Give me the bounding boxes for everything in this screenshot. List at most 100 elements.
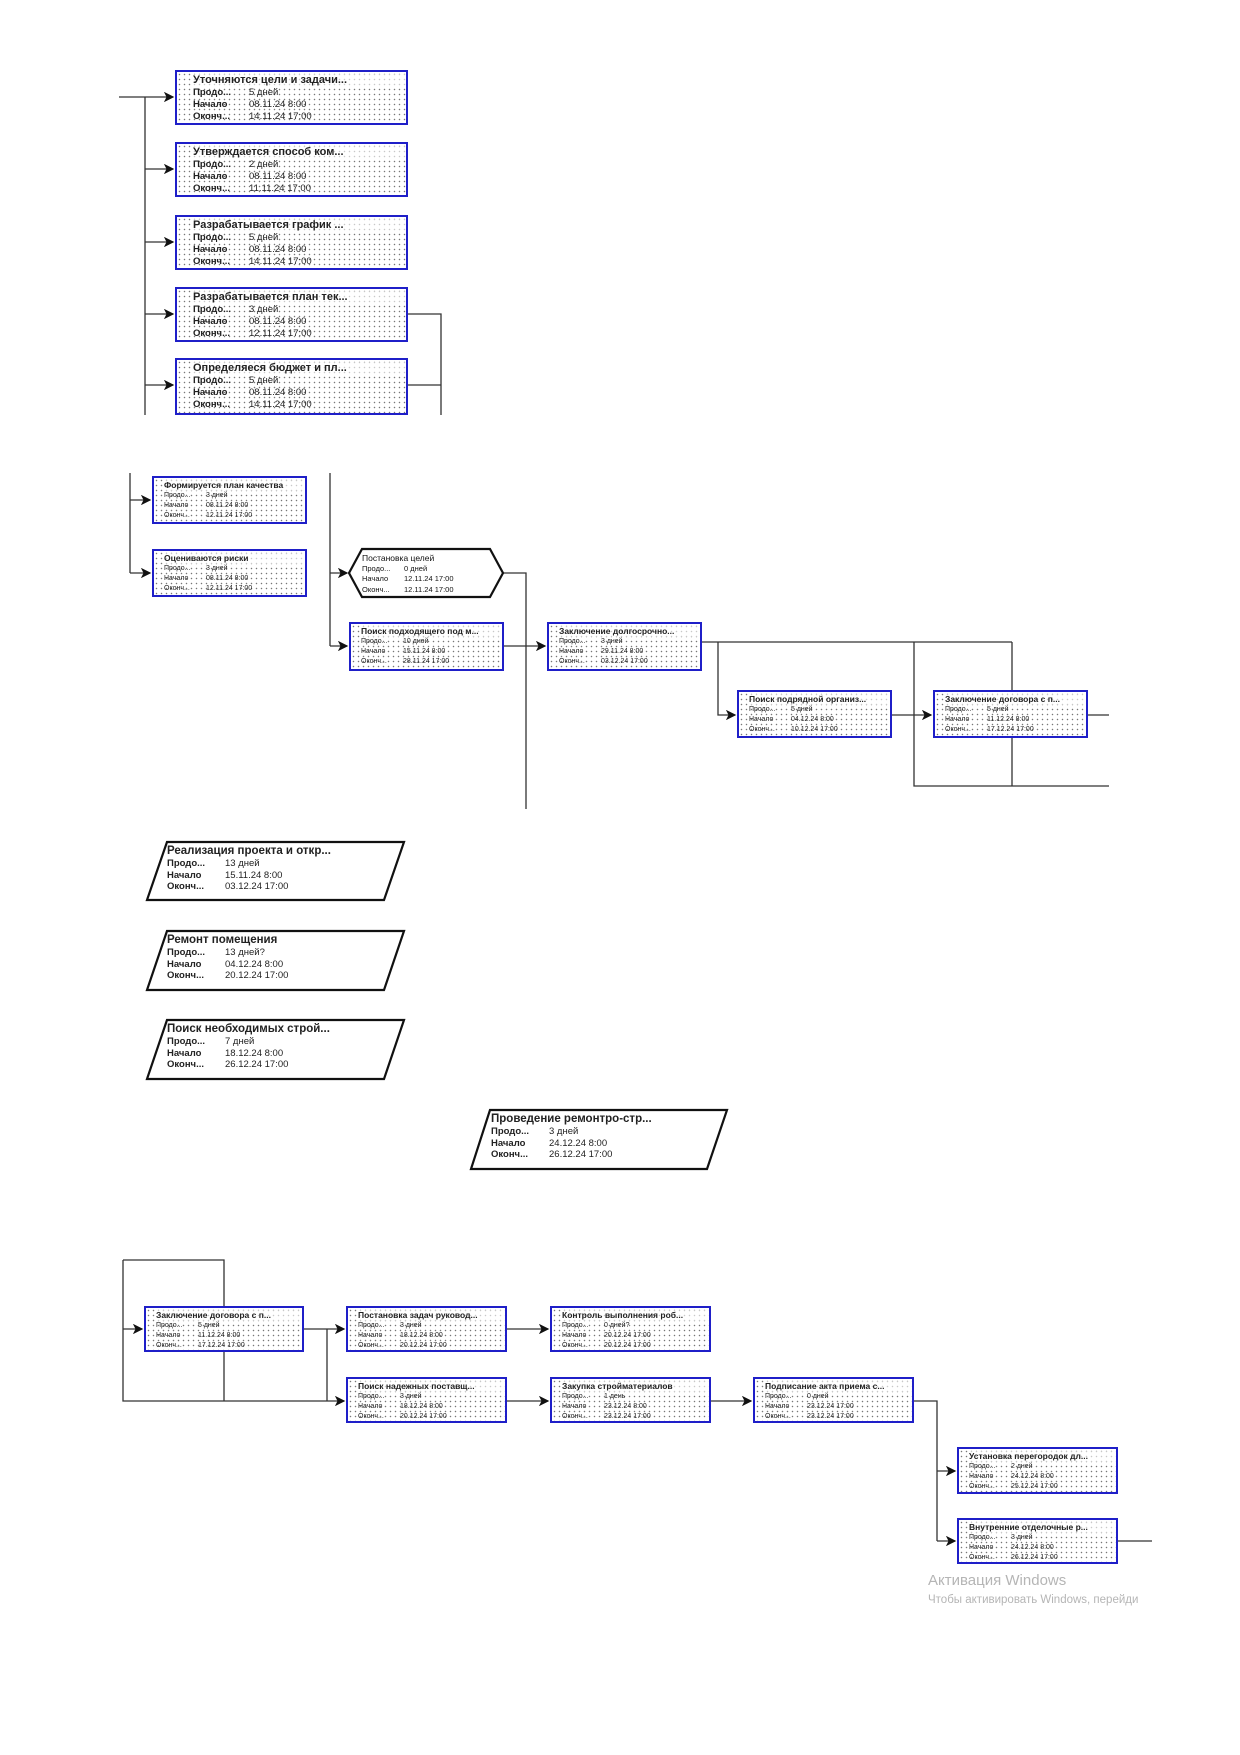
task-node[interactable]: Подписание акта приема с...Продо...0 дне… <box>753 1377 914 1423</box>
summary-parallelogram <box>145 1018 406 1081</box>
task-node[interactable]: Заключение договора с п...Продо...5 дней… <box>933 690 1088 738</box>
summary-task-node[interactable]: Реализация проекта и откр...Продо...13 д… <box>147 844 404 902</box>
field-value: 23.12.24 17:00 <box>604 1413 651 1420</box>
task-node[interactable]: Утверждается способ ком...Продо...2 дней… <box>175 142 408 197</box>
field-value: 20.12.24 17:00 <box>400 1413 447 1420</box>
task-node[interactable]: Контроль выполнения роб...Продо...0 дней… <box>550 1306 711 1352</box>
field-value: 5 дней <box>198 1322 220 1329</box>
field-label: Продо... <box>358 1322 385 1329</box>
field-label: Оконч... <box>969 1554 995 1561</box>
task-title: Заключение договора с п... <box>156 1310 302 1321</box>
task-row-finish: Оконч...03.12.24 17:00 <box>167 881 404 893</box>
field-label: Продо... <box>969 1534 996 1541</box>
field-value: 11.12.24 8:00 <box>987 716 1030 723</box>
field-value: 24.12.24 8:00 <box>549 1137 608 1149</box>
summary-task-node[interactable]: Проведение ремонтро-стр...Продо...3 дней… <box>471 1112 727 1171</box>
field-value: 18.12.24 8:00 <box>225 1047 284 1059</box>
task-row-duration: Продо...2 дней <box>193 159 406 171</box>
summary-task-node[interactable]: Поиск необходимых строй...Продо...7 дней… <box>147 1022 404 1081</box>
task-title: Контроль выполнения роб... <box>562 1310 709 1321</box>
field-label: Продо... <box>193 232 232 243</box>
field-value: 24.12.24 8:00 <box>1011 1473 1054 1480</box>
task-node[interactable]: Поиск подходящего под м...Продо...10 дне… <box>349 622 504 671</box>
task-row-finish: Оконч...14.11.24 17:00 <box>193 111 406 123</box>
task-row-finish: Оконч...12.11.24 17:00 <box>193 328 406 340</box>
task-title: Поиск подходящего под м... <box>361 626 502 637</box>
task-title: Определяеся бюджет и пл... <box>193 362 406 375</box>
task-node[interactable]: Постановка задач руковод...Продо...3 дне… <box>346 1306 507 1352</box>
field-value: 08.11.24 8:00 <box>249 99 307 110</box>
task-row-finish: Оконч...20.12.24 17:00 <box>562 1341 709 1350</box>
connector <box>503 572 527 809</box>
field-label: Оконч... <box>969 1483 995 1490</box>
task-node[interactable]: Внутренние отделочные р...Продо...3 дней… <box>957 1518 1118 1564</box>
connector <box>122 1260 346 1407</box>
task-title: Проведение ремонтро-стр... <box>491 1113 652 1125</box>
field-value: 0 дней <box>807 1393 829 1400</box>
field-label: Начало <box>167 958 202 970</box>
field-value: 20.12.24 17:00 <box>604 1332 651 1339</box>
task-row-duration: Продо...3 дней <box>559 637 700 647</box>
task-node[interactable]: Уточняются цели и задачи...Продо...5 дне… <box>175 70 408 125</box>
field-label: Оконч... <box>193 328 230 339</box>
task-title: Реализация проекта и откр... <box>167 845 331 857</box>
field-label: Начало <box>362 574 389 583</box>
field-value: 3 дней <box>206 565 228 572</box>
field-value: 18.12.24 8:00 <box>400 1403 443 1410</box>
task-node[interactable]: Разрабатывается график ...Продо...5 дней… <box>175 215 408 270</box>
field-label: Начало <box>559 648 584 655</box>
task-node[interactable]: Определяеся бюджет и пл...Продо...5 дней… <box>175 358 408 415</box>
field-label: Оконч... <box>765 1413 791 1420</box>
task-title: Ремонт помещения <box>167 934 278 946</box>
watermark-title: Активация Windows <box>928 1572 1067 1589</box>
task-row-duration: Продо...13 дней? <box>167 947 404 959</box>
task-row-finish: Оконч... 23.12.24 17:00 <box>765 1412 912 1421</box>
field-value: 12.11.24 17:00 <box>404 584 454 594</box>
field-label: Оконч... <box>562 1342 588 1349</box>
task-node[interactable]: Поиск подрядной организ...Продо...5 дней… <box>737 690 892 738</box>
field-value: 26.12.24 17:00 <box>225 1059 289 1070</box>
field-label: Начало <box>491 1137 526 1149</box>
field-label: Оконч... <box>193 183 230 194</box>
field-label: Начало <box>358 1332 383 1339</box>
task-row-duration: Продо...0 дней <box>765 1392 912 1402</box>
task-node[interactable]: Установка перегородок дл...Продо...2 дне… <box>957 1447 1118 1494</box>
field-value: 3 дней <box>249 304 279 315</box>
task-title: Постановка целей <box>362 553 435 563</box>
task-node[interactable]: Разрабатывается план тек...Продо...3 дне… <box>175 287 408 342</box>
task-row-duration: Продо...3 дней <box>193 304 406 316</box>
field-label: Продо... <box>193 87 232 98</box>
field-label: Начало <box>164 575 189 582</box>
task-title: Формируется план качества <box>164 480 305 491</box>
field-value: 23.12.24 17:00 <box>807 1413 854 1420</box>
field-label: Оконч... <box>167 970 204 981</box>
field-value: 29.11.24 8:00 <box>601 648 644 655</box>
field-value: 11.12.24 8:00 <box>198 1332 241 1339</box>
task-title: Поиск надежных поставщ... <box>358 1381 505 1392</box>
task-row-duration: Продо...5 дней <box>193 375 406 387</box>
task-title: Разрабатывается план тек... <box>193 291 406 304</box>
field-label: Продо... <box>361 638 388 645</box>
task-row-duration: Продо...3 дней <box>358 1392 505 1402</box>
field-value: 14.11.24 17:00 <box>249 111 312 122</box>
field-label: Начало <box>562 1403 587 1410</box>
field-label: Начало <box>969 1544 994 1551</box>
field-label: Начало <box>945 716 970 723</box>
task-node[interactable]: Заключение договора с п...Продо...5 дней… <box>144 1306 304 1352</box>
field-label: Оконч... <box>358 1342 384 1349</box>
task-row-start: Начало 11.12.24 8:00 <box>945 715 1086 725</box>
field-value: 13 дней <box>225 858 260 869</box>
field-label: Начало <box>969 1473 994 1480</box>
field-value: 14.11.24 17:00 <box>249 256 312 267</box>
